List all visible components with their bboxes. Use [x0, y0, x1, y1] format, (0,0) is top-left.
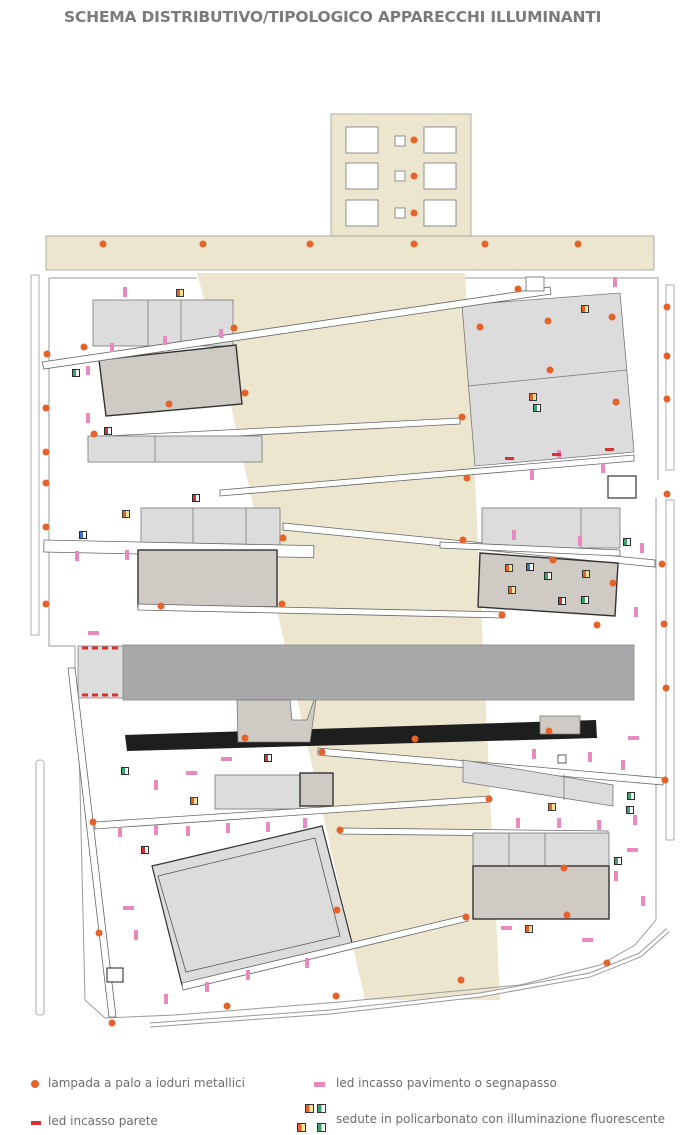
lamp-legend-icon — [31, 1080, 39, 1088]
wall-led-legend-icon — [31, 1121, 41, 1125]
top-building — [330, 113, 472, 245]
building-sw — [151, 825, 353, 986]
site-plan — [30, 113, 675, 1028]
building-west-mid — [43, 507, 505, 619]
floor-led-legend-icon — [314, 1082, 325, 1087]
seat-legend-label: sedute in policarbonato con illuminazion… — [336, 1112, 666, 1126]
central-paved-area — [197, 273, 500, 1000]
lamp-markers — [42, 136, 671, 1027]
building-ne — [461, 292, 635, 467]
wall-led-legend-label: led incasso parete — [48, 1114, 158, 1128]
lamp-legend-label: lampada a palo a ioduri metallici — [48, 1076, 245, 1090]
floor-led-legend-label: led incasso pavimento o segnapasso — [336, 1076, 557, 1090]
seat-legend-icon — [297, 1104, 326, 1132]
north-band — [45, 235, 655, 271]
building-se — [472, 832, 610, 920]
central-gray-band — [122, 644, 635, 701]
wall-led-markers — [505, 448, 614, 460]
page-title: SCHEMA DISTRIBUTIVO/TIPOLOGICO APPARECCH… — [64, 8, 602, 26]
dark-band — [125, 720, 597, 751]
site-boundary — [48, 278, 76, 670]
